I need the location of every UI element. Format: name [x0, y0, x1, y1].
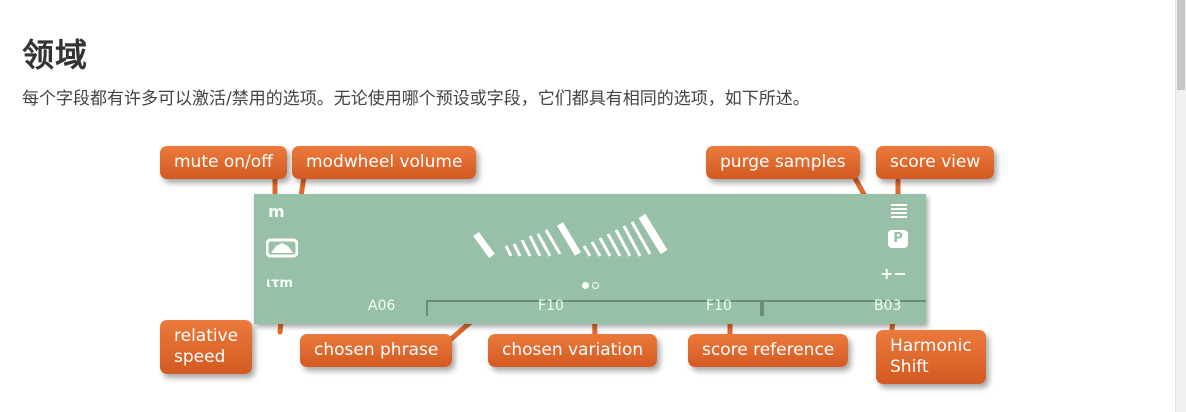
score-ref-f10: F10	[538, 298, 564, 314]
callout-harmonic-line1: Harmonic	[890, 336, 972, 356]
field-diagram: m ιτm	[150, 140, 1040, 390]
callout-relative-speed-line1: relative	[174, 326, 239, 346]
variation-dot-active[interactable]	[582, 282, 589, 289]
variation-dot[interactable]	[592, 282, 599, 289]
intro-text: 每个字段都有许多可以激活/禁用的选项。无论使用哪个预设或字段，它们都具有相同的选…	[22, 89, 810, 109]
purge-icon-label: P	[893, 231, 903, 246]
score-ref-f10-2: F10	[706, 298, 732, 314]
phrase-waveform[interactable]	[466, 206, 726, 266]
callout-mute: mute on/off	[160, 146, 287, 179]
relative-speed-control[interactable]: ιτm	[266, 276, 293, 291]
score-ref-b03: B03	[874, 298, 902, 314]
callout-modwheel: modwheel volume	[292, 146, 477, 179]
callout-relative-speed: relative speed	[160, 320, 253, 374]
scrollbar-thumb[interactable]	[1177, 0, 1185, 90]
callout-phrase: chosen phrase	[300, 334, 453, 367]
purge-samples-button[interactable]: P	[888, 230, 908, 248]
score-references: A06 F10 F10 B03	[254, 298, 926, 318]
callout-variation: chosen variation	[488, 334, 658, 367]
section-bracket	[760, 300, 926, 316]
section-bracket	[426, 300, 764, 316]
callout-score-reference: score reference	[688, 334, 849, 367]
callout-harmonic-line2: Shift	[890, 357, 929, 377]
callout-relative-speed-line2: speed	[174, 347, 226, 367]
field-panel: m ιτm	[254, 194, 926, 324]
page-title: 领域	[22, 36, 89, 74]
harmonic-shift-control[interactable]: +−	[880, 264, 907, 283]
callout-score-view: score view	[876, 146, 995, 179]
mute-toggle[interactable]: m	[268, 202, 285, 221]
callout-harmonic-shift: Harmonic Shift	[876, 330, 986, 384]
score-view-icon[interactable]	[890, 202, 908, 220]
variation-dots[interactable]	[582, 274, 602, 293]
score-ref-a06: A06	[368, 298, 396, 314]
modwheel-icon[interactable]	[266, 238, 298, 258]
callout-purge: purge samples	[706, 146, 860, 179]
scrollbar[interactable]	[1175, 0, 1186, 412]
